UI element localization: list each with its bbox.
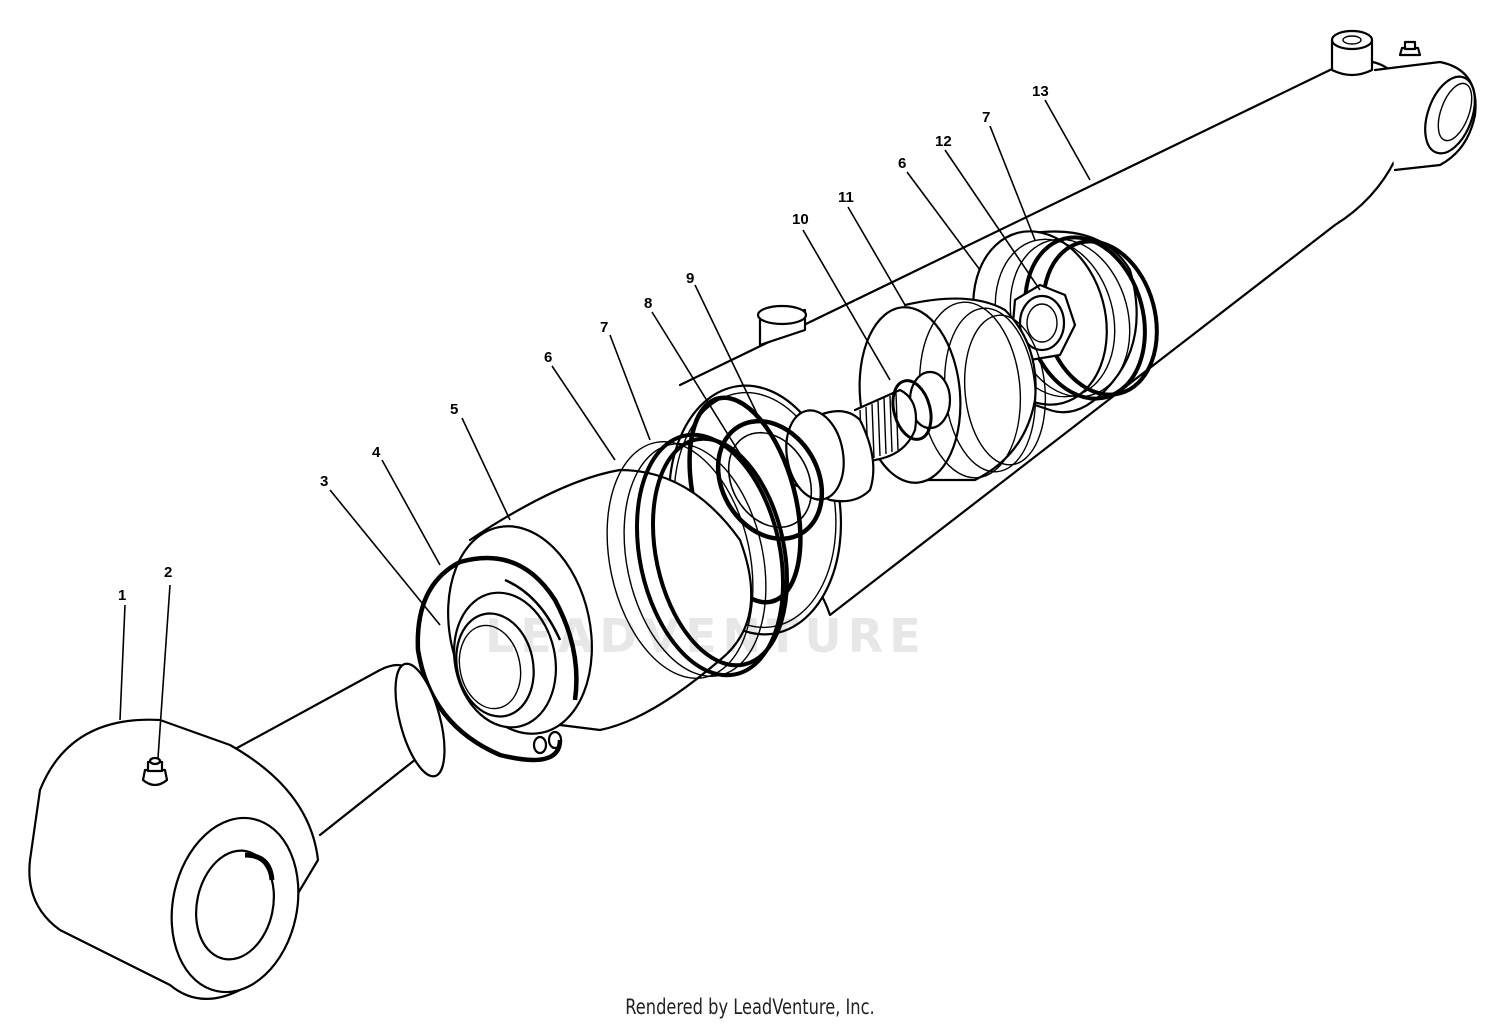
callout-6: 6: [544, 349, 552, 366]
piston-rod: [28, 662, 446, 1000]
callout-12: 12: [935, 133, 952, 150]
footer-credit: Rendered by LeadVenture, Inc.: [625, 995, 875, 1019]
callout-10: 10: [792, 211, 809, 228]
callout-7: 7: [600, 319, 608, 336]
callout-labels: 1 2 3 4 5 6 7 8 9 10 11 6 12 7 13: [118, 83, 1049, 604]
gland: [447, 432, 790, 735]
callout-7b: 7: [982, 109, 990, 126]
callout-2: 2: [164, 564, 172, 581]
callout-leaders: [119, 99, 1091, 759]
callout-1: 1: [118, 587, 126, 604]
callout-5: 5: [450, 401, 458, 418]
callout-13: 13: [1032, 83, 1049, 100]
callout-3: 3: [320, 473, 328, 490]
callout-9: 9: [686, 270, 694, 287]
callout-4: 4: [372, 444, 381, 461]
rod-thread: [785, 379, 933, 503]
watermark-text: LEADVENTURE: [485, 609, 927, 663]
callout-8: 8: [644, 295, 652, 312]
callout-6b: 6: [898, 155, 906, 172]
callout-11: 11: [838, 189, 854, 206]
snap-ring: [415, 555, 579, 763]
